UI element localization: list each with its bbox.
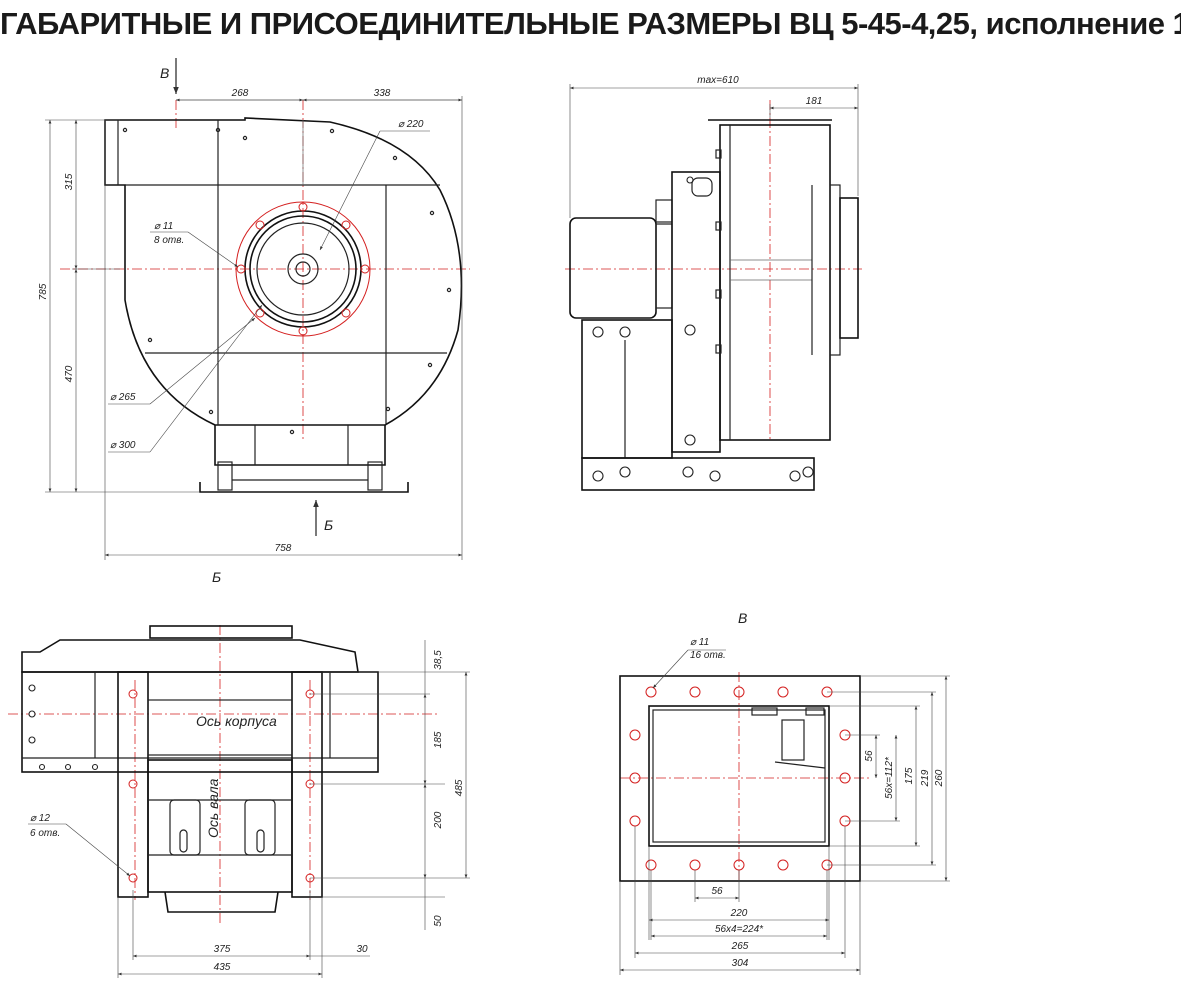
view-b-housing bbox=[21, 671, 379, 773]
side-dim-610: max=610 bbox=[697, 75, 739, 86]
view-b-frame-left bbox=[117, 671, 149, 898]
front-bolt-circle bbox=[235, 201, 371, 337]
front-callout-265: ⌀ 265 bbox=[110, 392, 136, 403]
view-b-dim-375: 375 bbox=[214, 944, 231, 955]
front-callout-300: ⌀ 300 bbox=[110, 440, 136, 451]
side-view: max=610 181 bbox=[565, 75, 862, 491]
view-v-opening bbox=[648, 705, 830, 847]
view-b-axis-shaft-label: Ось вала bbox=[205, 778, 221, 838]
view-v-label: В bbox=[738, 610, 747, 626]
drawing-title: ГАБАРИТНЫЕ И ПРИСОЕДИНИТЕЛЬНЫЕ РАЗМЕРЫ В… bbox=[0, 6, 1181, 41]
front-dim-315: 315 bbox=[64, 173, 75, 190]
side-stand bbox=[581, 319, 673, 459]
front-base-foot bbox=[199, 482, 409, 493]
view-b-dim-50: 50 bbox=[433, 915, 444, 927]
front-callout-220: ⌀ 220 bbox=[398, 119, 424, 130]
view-v-dim-175: 175 bbox=[904, 767, 915, 784]
view-b-dim-185: 185 bbox=[433, 731, 444, 748]
front-shaft bbox=[295, 261, 311, 277]
view-v-callout-holes-d: ⌀ 11 bbox=[690, 637, 709, 648]
front-scroll-housing bbox=[104, 117, 463, 426]
front-view: 268 338 В Б 758 785 315 470 ⌀ 220 ⌀ 11 8… bbox=[38, 58, 470, 560]
front-arrow-v-label: В bbox=[160, 65, 169, 81]
view-v-dim-265: 265 bbox=[731, 941, 749, 952]
view-v-callout-holes-count: 16 отв. bbox=[690, 650, 726, 661]
view-b-inlet-flange bbox=[149, 625, 293, 639]
front-hub bbox=[287, 253, 319, 285]
side-base bbox=[581, 457, 815, 491]
side-housing-plate bbox=[671, 171, 721, 453]
side-terminal-box bbox=[655, 199, 673, 223]
view-b-frame-right bbox=[291, 671, 323, 898]
front-callout-holes-count: 8 отв. bbox=[154, 235, 184, 246]
view-b-housing-holes bbox=[28, 684, 99, 771]
side-plate-holes bbox=[684, 149, 722, 446]
front-foot-bolt-right bbox=[367, 461, 383, 491]
front-arrow-b-label: Б bbox=[324, 517, 333, 533]
view-v-dim-304: 304 bbox=[732, 958, 749, 969]
view-v-dim-219: 219 bbox=[920, 769, 931, 787]
side-motor-flange bbox=[655, 223, 673, 309]
front-callout-holes-d: ⌀ 11 bbox=[154, 221, 173, 232]
front-rivets bbox=[122, 127, 452, 435]
view-b-dim-435: 435 bbox=[214, 962, 231, 973]
view-v-inner-detail bbox=[751, 707, 826, 769]
side-inlet-collar bbox=[829, 184, 841, 356]
front-stand bbox=[214, 425, 386, 466]
view-b-callout-holes-count: 6 отв. bbox=[30, 828, 60, 839]
side-motor bbox=[569, 217, 657, 319]
view-v-dim-56x4: 56x4=224* bbox=[715, 924, 764, 935]
view-v: В bbox=[619, 610, 950, 975]
side-base-holes bbox=[592, 466, 814, 482]
view-b-frame-holes bbox=[128, 689, 315, 883]
front-inlet-ring bbox=[256, 222, 350, 316]
view-v-dim-56x112: 56x=112* bbox=[884, 756, 895, 799]
view-v-flange bbox=[619, 675, 861, 882]
front-foot-bolt-left bbox=[217, 461, 233, 491]
view-b-motor-base bbox=[147, 759, 293, 893]
side-inlet-flange bbox=[839, 197, 859, 339]
front-dim-338: 338 bbox=[374, 88, 391, 99]
view-b-motor-end bbox=[164, 891, 279, 913]
view-b-dim-30: 30 bbox=[356, 944, 368, 955]
view-b-housing-top bbox=[21, 639, 359, 673]
view-v-dim-220: 220 bbox=[730, 908, 748, 919]
side-housing-body bbox=[719, 124, 831, 441]
front-dim-268: 268 bbox=[231, 88, 249, 99]
view-b: Б bbox=[8, 569, 470, 978]
front-dim-785: 785 bbox=[38, 283, 49, 300]
view-b-label: Б bbox=[212, 569, 221, 585]
front-dim-758: 758 bbox=[275, 543, 292, 554]
front-inlet-flange-inner bbox=[249, 215, 357, 323]
view-v-dim-56-vertical: 56 bbox=[864, 750, 875, 762]
view-b-axis-housing-label: Ось корпуса bbox=[196, 713, 277, 729]
view-v-dim-260: 260 bbox=[934, 769, 945, 787]
view-v-dim-56-horizontal: 56 bbox=[711, 886, 723, 897]
view-b-dim-485: 485 bbox=[454, 779, 465, 796]
view-b-callout-holes-d: ⌀ 12 bbox=[30, 813, 50, 824]
view-b-dim-200: 200 bbox=[433, 811, 444, 829]
front-dim-470: 470 bbox=[64, 365, 75, 382]
side-dim-181: 181 bbox=[806, 96, 823, 107]
view-b-dim-385: 38,5 bbox=[433, 650, 444, 670]
